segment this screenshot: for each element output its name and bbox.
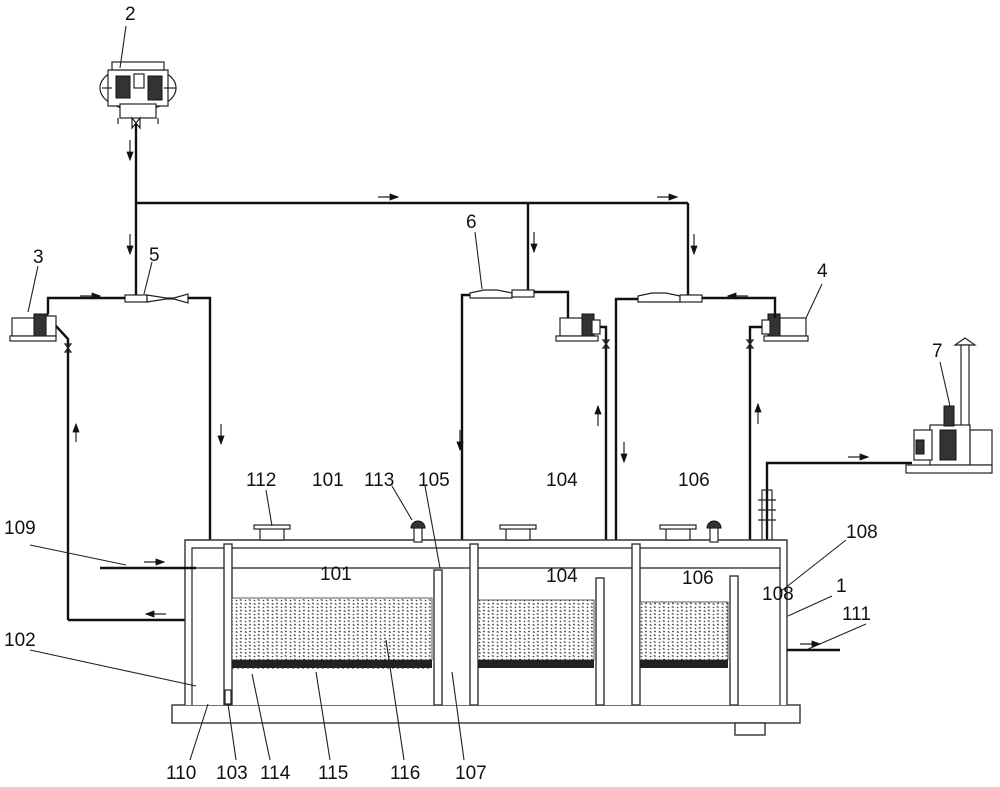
label-102: 102 xyxy=(4,630,36,651)
label-108: 108 xyxy=(846,522,878,543)
label-6: 6 xyxy=(466,212,477,233)
label-104-zone: 104 xyxy=(546,566,578,587)
label-2: 2 xyxy=(125,4,136,25)
label-111: 111 xyxy=(842,604,871,625)
label-108-zone: 108 xyxy=(762,584,794,605)
venturi-injector-5 xyxy=(124,293,189,304)
label-1: 1 xyxy=(836,576,847,597)
label-109: 109 xyxy=(4,518,36,539)
pump-4 xyxy=(761,313,809,342)
media-bed-1 xyxy=(231,597,433,669)
pump-middle xyxy=(555,313,601,342)
media-bed-3 xyxy=(639,601,729,668)
label-106: 106 xyxy=(678,470,710,491)
pump-3 xyxy=(9,313,57,342)
ozone-generator xyxy=(99,61,177,130)
label-103: 103 xyxy=(216,763,248,784)
label-107: 107 xyxy=(455,763,487,784)
label-114: 114 xyxy=(260,763,291,784)
label-116: 116 xyxy=(390,763,420,784)
leader-lines xyxy=(27,25,951,761)
offgas-pipe xyxy=(758,461,912,541)
label-115: 115 xyxy=(318,763,348,784)
reactor-tank xyxy=(100,520,840,736)
ozone-gas-pipes xyxy=(134,124,690,298)
venturi-injector-6 xyxy=(469,289,535,299)
offgas-destructor-7 xyxy=(905,337,993,474)
flow-arrows xyxy=(72,140,870,648)
label-112: 112 xyxy=(246,470,276,491)
label-3: 3 xyxy=(33,247,44,268)
label-110: 110 xyxy=(166,763,196,784)
venturi-injector-right xyxy=(637,292,703,303)
label-113: 113 xyxy=(364,470,394,491)
label-106-zone: 106 xyxy=(682,568,714,589)
label-101-zone: 101 xyxy=(320,564,352,585)
label-105: 105 xyxy=(418,470,450,491)
label-5: 5 xyxy=(149,245,160,266)
label-101: 101 xyxy=(312,470,344,491)
label-4: 4 xyxy=(817,261,828,282)
label-104: 104 xyxy=(546,470,578,491)
label-7: 7 xyxy=(932,341,943,362)
media-bed-2 xyxy=(477,599,595,668)
